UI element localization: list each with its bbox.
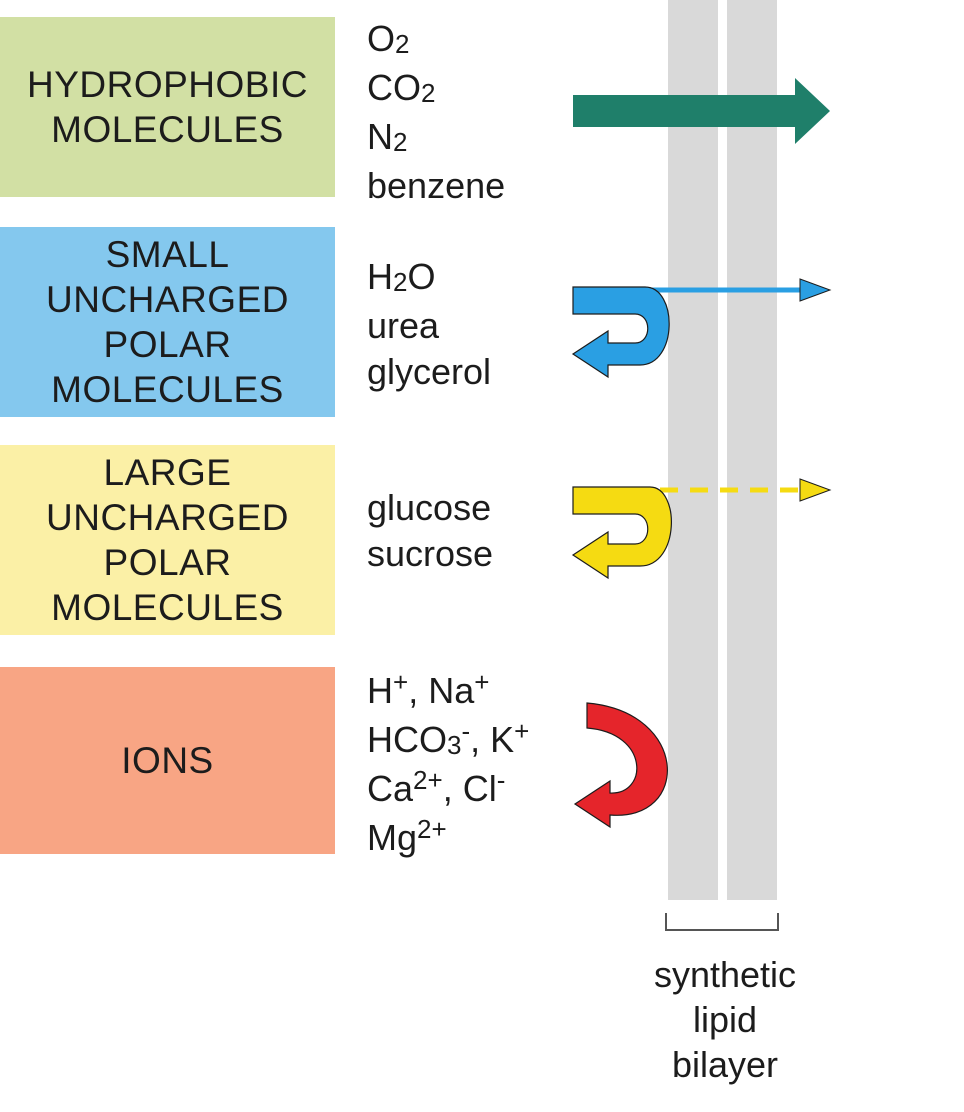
category-small-uncharged-polar: SMALL UNCHARGED POLAR MOLECULES [0, 227, 335, 417]
arrow-ions-reflect [573, 702, 668, 829]
category-label-line: SMALL [105, 234, 230, 275]
category-label-line: POLAR [103, 542, 232, 583]
molecule-urea: urea [367, 305, 440, 346]
bilayer-leaflet-inner [727, 0, 777, 900]
molecule-glycerol: glycerol [367, 351, 492, 392]
bilayer-leaflet-outer [668, 0, 718, 900]
molecule-glucose: glucose [367, 487, 492, 528]
category-hydrophobic-molecules: HYDROPHOBIC MOLECULES [0, 17, 335, 197]
ion-line-4: Mg2+ [367, 814, 447, 858]
molecule-benzene: benzene [367, 165, 506, 206]
category-label-line: UNCHARGED [46, 497, 289, 538]
ion-line-1: H+, Na+ [367, 667, 490, 711]
ion-line-2: HCO3-, K+ [367, 716, 530, 760]
molecule-h2o: H2O [367, 256, 436, 297]
molecule-co2: CO2 [367, 67, 436, 108]
category-ions: IONS [0, 667, 335, 854]
molecule-list-large-polar: glucose sucrose [367, 485, 493, 577]
molecule-list-small-polar: H2O urea glycerol [367, 254, 491, 395]
molecule-o2: O2 [367, 18, 410, 59]
molecule-n2: N2 [367, 116, 408, 157]
molecule-sucrose: sucrose [367, 533, 494, 574]
arrow-hydrophobic-through [573, 78, 830, 144]
category-label-line: MOLECULES [51, 109, 284, 150]
category-label-line: IONS [121, 740, 214, 781]
bilayer-label-line: lipid [692, 999, 758, 1040]
category-label-line: HYDROPHOBIC [27, 64, 308, 105]
category-label-line: POLAR [103, 324, 232, 365]
category-label-line: UNCHARGED [46, 279, 289, 320]
category-label-line: MOLECULES [51, 369, 284, 410]
bilayer-label-line: synthetic [653, 954, 797, 995]
arrow-small-polar-reflect [571, 286, 670, 379]
ion-line-3: Ca2+, Cl- [367, 765, 506, 809]
bilayer-label-line: bilayer [671, 1044, 779, 1085]
bilayer-bracket [665, 913, 779, 931]
bilayer-label: synthetic lipid bilayer [610, 952, 840, 1087]
category-label-line: LARGE [103, 452, 232, 493]
category-label-line: MOLECULES [51, 587, 284, 628]
arrow-large-polar-through [660, 478, 832, 502]
molecule-list-hydrophobic: O2 CO2 N2 benzene [367, 16, 505, 209]
arrow-large-polar-reflect [571, 486, 672, 580]
category-large-uncharged-polar: LARGE UNCHARGED POLAR MOLECULES [0, 445, 335, 635]
molecule-list-ions: H+, Na+ HCO3-, K+ Ca2+, Cl- Mg2+ [367, 667, 530, 864]
